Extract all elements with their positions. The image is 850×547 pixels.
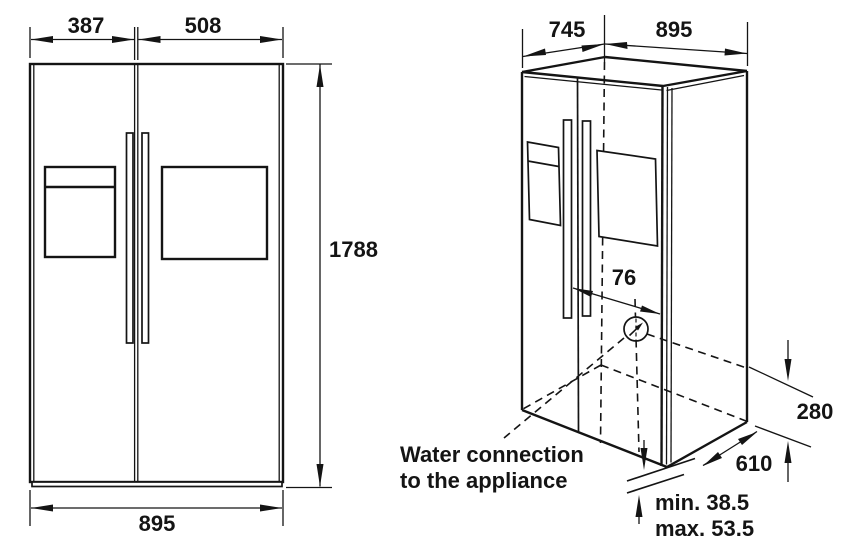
front-view: 387 508 1788 895 <box>28 13 378 536</box>
door-divider <box>576 77 580 432</box>
dim-76-label: 76 <box>612 265 636 290</box>
dim-895-top-label: 895 <box>656 17 693 42</box>
door-thickness-edge <box>665 86 669 465</box>
top-back-left-edge <box>521 55 606 74</box>
top-front-inner-edge <box>524 75 662 91</box>
top-front-edge <box>521 70 664 88</box>
dim-leveling-clearance: min. 38.5 max. 53.5 <box>626 440 754 541</box>
note-line-1: Water connection <box>400 442 584 467</box>
top-side-edge <box>662 69 748 88</box>
cabinet-corner-edge <box>670 87 673 463</box>
top-back-right-edge <box>604 55 748 73</box>
dim-895-front-label: 895 <box>139 511 176 536</box>
perspective-view: 745 895 76 280 <box>400 15 833 541</box>
floor-line-lower <box>626 473 685 494</box>
dim-door-left-width: 387 <box>29 13 139 60</box>
dim-total-width: 895 <box>29 490 284 536</box>
water-connection-note: Water connection to the appliance <box>400 442 584 493</box>
note-line-2: to the appliance <box>400 468 567 493</box>
right-door-handle-3d <box>581 120 592 317</box>
door-right-front-edge <box>660 85 664 467</box>
connection-arrow-head <box>635 322 643 331</box>
dim-connection-offset: 76 <box>572 265 661 315</box>
cabinet-outline <box>28 62 285 484</box>
dim-280-label: 280 <box>797 399 834 424</box>
connection-height-line <box>646 333 749 370</box>
base-plinth <box>31 481 283 488</box>
door-panel <box>160 165 269 261</box>
floor-line-upper <box>626 457 696 482</box>
leveling-max-label: max. 53.5 <box>655 516 754 541</box>
dim-connection-height: 280 <box>748 340 834 482</box>
right-door-handle <box>141 132 150 344</box>
dim-depth: 745 <box>521 15 606 68</box>
left-door-handle <box>125 132 134 344</box>
dim-387-label: 387 <box>68 13 105 38</box>
hidden-bottom-left-edge <box>522 364 602 410</box>
water-dispenser <box>43 165 117 259</box>
left-door-handle-3d <box>562 119 573 319</box>
dim-door-right-width: 508 <box>138 13 284 58</box>
dispenser-divider-3d <box>527 160 559 168</box>
dim-1788-label: 1788 <box>329 237 378 262</box>
dim-height: 1788 <box>286 63 378 489</box>
hidden-back-left-edge <box>599 61 606 444</box>
dim-508-label: 508 <box>185 13 222 38</box>
door-panel-3d <box>596 149 659 248</box>
top-side-inner-edge <box>666 74 745 92</box>
dim-body-depth: 610 <box>702 430 773 476</box>
connection-vertical-line <box>634 298 640 453</box>
dim-width-3d: 895 <box>604 17 749 66</box>
leveling-min-label: min. 38.5 <box>655 490 749 515</box>
dim-610-label: 610 <box>736 451 773 476</box>
body-fill <box>522 57 747 467</box>
water-dispenser-3d <box>526 140 562 227</box>
dim-745-label: 745 <box>549 17 586 42</box>
